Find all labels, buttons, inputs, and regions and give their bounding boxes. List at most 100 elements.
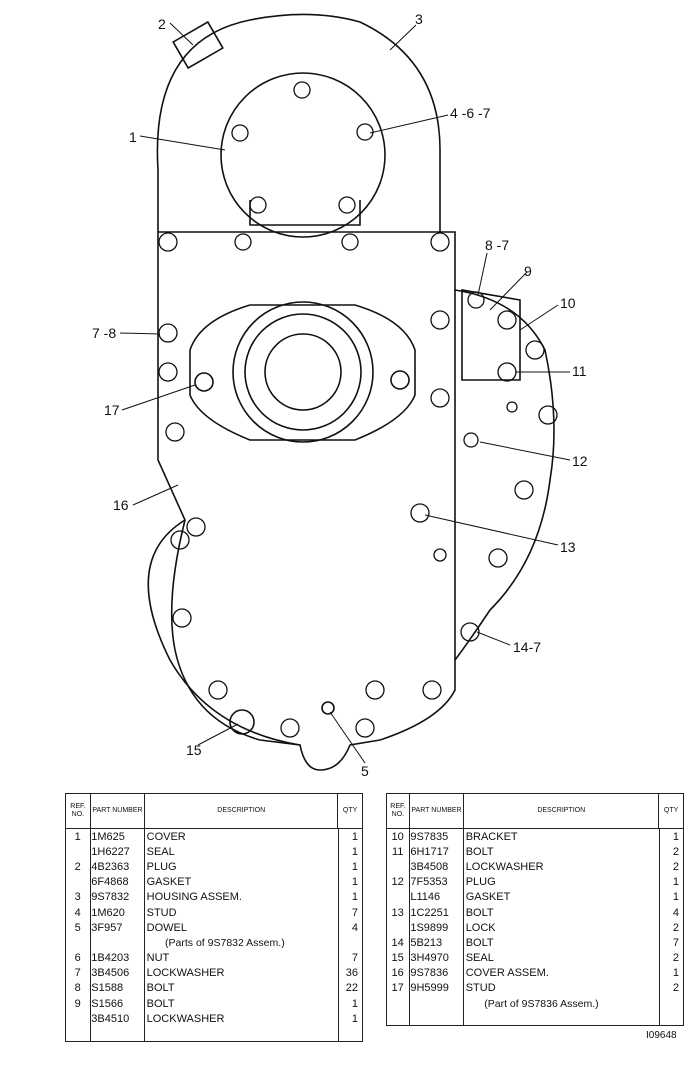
cell-desc: BOLT — [465, 845, 494, 858]
cell-qty: 1 — [672, 830, 679, 843]
cell-ref: 6 — [74, 952, 81, 965]
cell-part: 7F5353 — [410, 876, 448, 889]
table-row: 1H6227 SEAL 1 — [66, 844, 362, 859]
cell-desc: BOLT — [146, 982, 175, 995]
cell-qty: 36 — [345, 967, 358, 980]
callout-1: 1 — [129, 129, 137, 145]
callout-9: 9 — [524, 263, 532, 279]
header-ref: REF. NO. — [66, 794, 91, 828]
cell-part: 5B213 — [410, 936, 443, 949]
cell-qty: 2 — [672, 860, 679, 873]
cell-ref: 2 — [74, 860, 81, 873]
cell-ref: 12 — [391, 876, 404, 889]
cell-qty: 1 — [351, 1012, 358, 1025]
cell-desc: (Part of 9S7836 Assem.) — [484, 997, 599, 1010]
cell-part: L1146 — [410, 891, 441, 904]
header-part: PART NUMBER — [91, 794, 146, 828]
housing-outline — [156, 13, 441, 232]
cell-qty: 1 — [351, 860, 358, 873]
cell-qty: 2 — [672, 952, 679, 965]
cell-desc: DOWEL — [146, 921, 187, 934]
callout-14-7: 14-7 — [513, 639, 541, 655]
cell-part: 6H1717 — [410, 845, 449, 858]
cell-part: 9H5999 — [410, 982, 449, 995]
cell-part: 3B4508 — [410, 860, 449, 873]
cell-part: 3B4506 — [91, 967, 130, 980]
cell-part: 1C2251 — [410, 906, 449, 919]
callout-13: 13 — [560, 539, 576, 555]
table-row: 15 3H4970 SEAL 2 — [387, 951, 683, 966]
cell-part: S1566 — [91, 997, 124, 1010]
parts-table-left: REF. NO. PART NUMBER DESCRIPTION QTY 1 1M… — [65, 793, 363, 1042]
cell-qty: 4 — [351, 921, 358, 934]
cell-qty: 1 — [672, 876, 679, 889]
table-row: 3B4508 LOCKWASHER 2 — [387, 859, 683, 874]
callout-4-6-7: 4 -6 -7 — [450, 105, 491, 121]
cell-desc: COVER — [146, 830, 186, 843]
cell-desc: BOLT — [465, 906, 494, 919]
round-cover — [220, 72, 386, 238]
cell-ref: 17 — [391, 982, 404, 995]
callout-8-7: 8 -7 — [485, 237, 509, 253]
cell-ref: 8 — [74, 982, 81, 995]
cell-part: 6F4868 — [91, 876, 129, 889]
table-row: (Part of 9S7836 Assem.) — [387, 996, 683, 1011]
cell-qty: 1 — [351, 845, 358, 858]
cell-part: 3H4970 — [410, 952, 449, 965]
cell-qty: 2 — [672, 845, 679, 858]
table-row: (Parts of 9S7832 Assem.) — [66, 935, 362, 950]
cell-ref: 10 — [391, 830, 404, 843]
cell-part: 1M620 — [91, 906, 125, 919]
figure-number: I09648 — [646, 1030, 677, 1041]
cell-desc: COVER ASSEM. — [465, 967, 549, 980]
cell-part: 9S7832 — [91, 891, 130, 904]
cell-ref: 4 — [74, 906, 81, 919]
callout-2: 2 — [158, 16, 166, 32]
cell-ref: 11 — [391, 845, 404, 858]
header-qty: QTY — [342, 807, 358, 814]
callout-16: 16 — [113, 497, 129, 513]
cell-desc: LOCKWASHER — [146, 967, 225, 980]
callout-15: 15 — [186, 742, 202, 758]
cell-qty: 1 — [351, 876, 358, 889]
cell-part: 1H6227 — [91, 845, 130, 858]
cell-part: 9S7835 — [410, 830, 449, 843]
cell-ref: 15 — [391, 952, 404, 965]
cell-desc: SEAL — [146, 845, 175, 858]
cell-desc: PLUG — [146, 860, 177, 873]
breather-plug — [172, 20, 224, 70]
header-desc: DESCRIPTION — [145, 794, 339, 828]
cell-qty: 1 — [351, 891, 358, 904]
cell-ref: 5 — [74, 921, 81, 934]
seal-housing — [189, 304, 416, 441]
cell-qty: 1 — [351, 997, 358, 1010]
cell-desc: PLUG — [465, 876, 496, 889]
cell-desc: HOUSING ASSEM. — [146, 891, 242, 904]
cover-plate — [157, 231, 456, 771]
bracket — [461, 289, 521, 381]
cell-desc: SEAL — [465, 952, 494, 965]
cell-desc: LOCKWASHER — [465, 860, 544, 873]
cell-desc: LOCKWASHER — [146, 1012, 225, 1025]
cell-part: 1B4203 — [91, 952, 130, 965]
cell-desc: BOLT — [146, 997, 175, 1010]
cell-desc: BOLT — [465, 936, 494, 949]
cell-ref: 1 — [74, 830, 81, 843]
cell-qty: 1 — [672, 891, 679, 904]
header-ref: REF. NO. — [387, 794, 410, 828]
cell-qty: 1 — [351, 830, 358, 843]
parts-diagram: 1 2 3 4 -6 -7 5 7 -8 8 -7 9 10 11 12 13 … — [92, 11, 588, 779]
